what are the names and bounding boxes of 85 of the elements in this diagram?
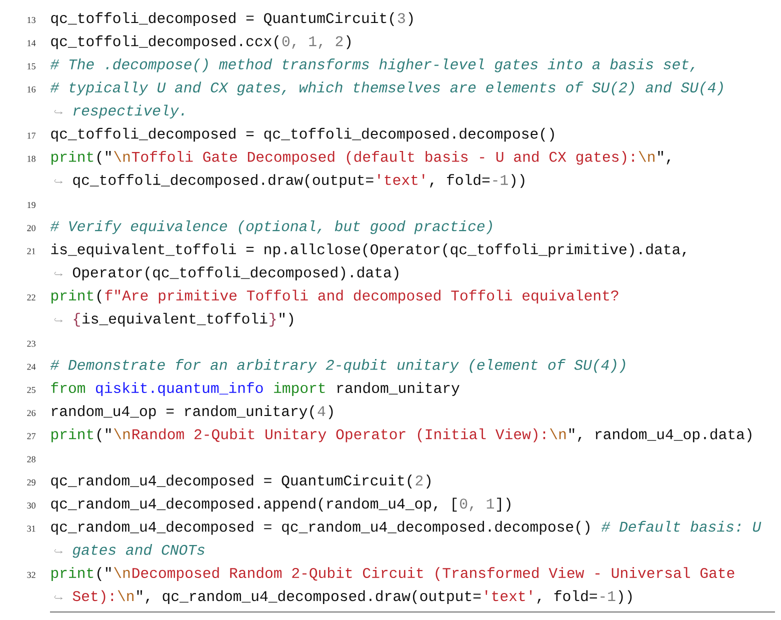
line-number: 19 — [28, 202, 36, 208]
code-text: 3 — [398, 13, 405, 24]
code-text: \n — [114, 150, 130, 162]
line-number: 30 — [27, 502, 36, 509]
code-text: \n — [550, 428, 566, 440]
code-text: )) — [511, 174, 524, 188]
code-text: qc_toffoli_decomposed = QuantumCircuit( — [51, 12, 394, 26]
line-number: 14 — [28, 40, 36, 46]
code-text: { — [74, 312, 80, 327]
code-text: (" — [98, 150, 111, 165]
code-text: print — [52, 428, 94, 442]
code-text: 4 — [318, 406, 326, 416]
line-number: 29 — [27, 479, 36, 486]
line-number: 22 — [27, 294, 36, 300]
code-text: qc_random_u4_decomposed = QuantumCircuit( — [51, 474, 412, 488]
code-text: # Default basis: U — [601, 520, 762, 532]
code-text: # Verify equivalence (optional, but good practice) — [50, 220, 492, 234]
code-text: ) — [408, 12, 413, 26]
code-text: , fold= — [430, 174, 490, 188]
line-number: 32 — [27, 572, 36, 578]
code-text: \n — [118, 590, 134, 602]
code-text: -1 — [600, 591, 616, 601]
code-text: f"Are primitive Toffoli and decomposed Toffoli equivalent? — [105, 290, 618, 304]
code-text: \n — [114, 428, 130, 440]
code-text: 2 — [416, 476, 423, 486]
line-number: 27 — [27, 433, 36, 440]
code-text: , fold= — [538, 590, 597, 604]
code-text: qc_random_u4_decomposed = qc_random_u4_decomposed.decompose() — [51, 520, 590, 535]
code-text: is_equivalent_toffoli — [82, 312, 268, 327]
line-number: 16 — [28, 86, 36, 92]
code-text: gates and CNOTs — [72, 544, 204, 558]
code-text: 'text' — [486, 590, 532, 602]
code-text: )) — [618, 590, 632, 604]
code-text: # typically U and CX gates, which themselves are elements of SU(2) and SU(4) — [50, 82, 723, 96]
code-text: print — [52, 290, 94, 304]
code-text: ( — [98, 290, 102, 304]
line-number: 20 — [27, 225, 36, 232]
line-number: 23 — [27, 340, 36, 347]
code-text: ) — [426, 474, 430, 488]
code-text: 0, 1 — [460, 498, 494, 512]
code-text: ", qc_random_u4_decomposed.draw(output= — [137, 590, 481, 604]
code-text: # The .decompose() method transforms higher-level gates into a basis set, — [50, 58, 694, 72]
code-text: Operator(qc_toffoli_decomposed).data) — [72, 266, 398, 280]
code-text: is_equivalent_toffoli = np.allclose(Operator(qc_toffoli_primitive).data, — [51, 243, 686, 258]
code-text: Set): — [72, 590, 114, 604]
code-text: 'text' — [378, 174, 424, 185]
code-text: qiskit.quantum_info — [96, 382, 263, 396]
code-text: \n — [638, 150, 654, 162]
code-text: import — [274, 382, 325, 396]
code-text: qc_toffoli_decomposed = qc_toffoli_decomposed.decompose() — [51, 128, 554, 142]
line-number: 21 — [27, 248, 36, 254]
code-text: print — [52, 567, 94, 581]
code-text: print — [52, 150, 94, 165]
code-text: qc_toffoli_decomposed.ccx( — [51, 35, 279, 50]
line-number: 18 — [28, 156, 36, 162]
code-text: ) — [328, 405, 333, 420]
line-number: 17 — [28, 132, 36, 139]
code-text: ]) — [497, 498, 510, 512]
code-text: ") — [280, 312, 293, 327]
line-number: 31 — [27, 526, 36, 532]
line-number: 25 — [27, 386, 36, 393]
code-text: ", — [658, 150, 670, 164]
code-text: from — [51, 382, 85, 394]
code-text: respectively. — [74, 104, 184, 119]
code-text: ", random_u4_op.data) — [569, 428, 752, 442]
code-text: # Demonstrate for an arbitrary 2-qubit unitary (element of SU(4)) — [50, 359, 626, 373]
line-number: 24 — [27, 364, 36, 370]
code-text: 0, 1, 2 — [282, 36, 343, 49]
code-text: Decomposed Random 2-Qubit Circuit (Transformed View - Universal Gate — [132, 567, 734, 581]
code-text: (" — [98, 567, 111, 581]
code-text: (" — [98, 428, 111, 442]
line-number: 26 — [27, 410, 36, 416]
line-number: 28 — [27, 456, 36, 462]
line-number: 15 — [28, 63, 36, 70]
code-text: ) — [346, 35, 350, 50]
code-text: \n — [114, 567, 130, 578]
line-number: 13 — [28, 17, 36, 24]
code-text: Toffoli Gate Decomposed (default basis - U and CX gates): — [132, 150, 634, 165]
code-text: } — [270, 312, 276, 327]
code-text: random_u4_op = random_unitary( — [52, 405, 314, 420]
code-text: qc_random_u4_decomposed.append(random_u4_op, [ — [51, 498, 457, 512]
code-text: random_unitary — [337, 382, 460, 396]
code-text: -1 — [493, 175, 508, 185]
code-text: Random 2-Qubit Unitary Operator (Initial View): — [132, 428, 546, 442]
code-text: qc_toffoli_decomposed.draw(output= — [73, 174, 374, 188]
